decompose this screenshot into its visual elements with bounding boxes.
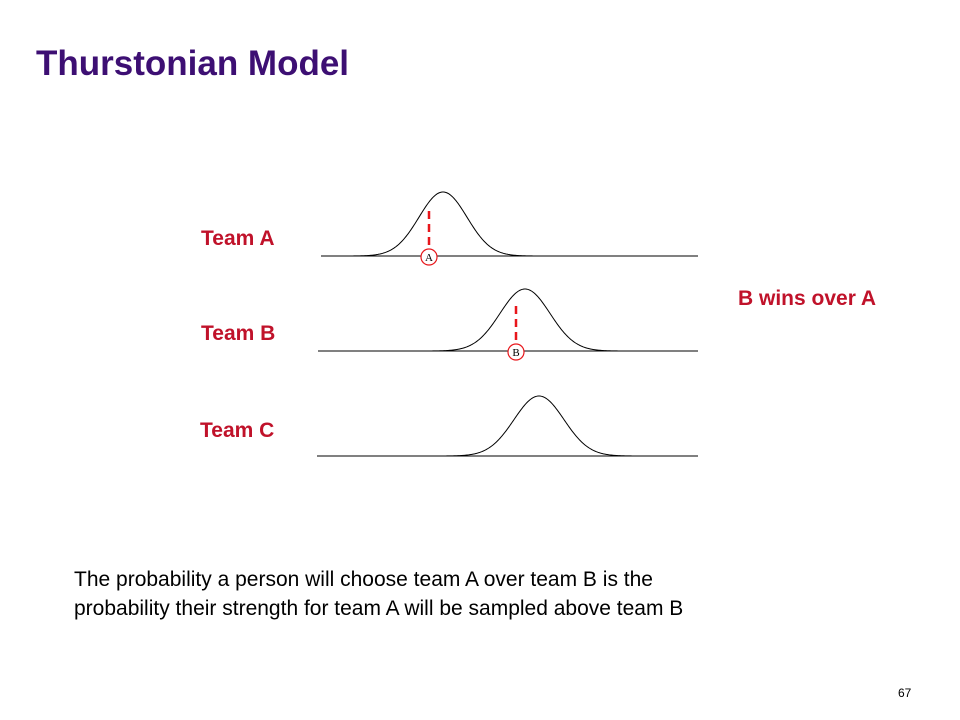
- team-c-row: [317, 395, 698, 457]
- team-c-distribution-curve: [432, 395, 649, 457]
- team-b-sample-marker: [507, 343, 525, 361]
- team-b-distribution-curve: [412, 288, 630, 352]
- caption-line-1: The probability a person will choose tea…: [74, 568, 653, 591]
- team-a-distribution-curve: [336, 191, 554, 257]
- team-a-label: Team A: [201, 227, 275, 250]
- team-b-label: Team B: [201, 322, 276, 345]
- team-b-row: B: [318, 288, 698, 361]
- slide-title: Thurstonian Model: [36, 44, 350, 83]
- team-a-marker-label: A: [425, 252, 433, 264]
- team-a-sample-marker: [420, 248, 438, 266]
- caption: The probability a person will choose tea…: [74, 565, 894, 623]
- outcome-label: B wins over A: [738, 287, 877, 310]
- team-a-row: A: [321, 191, 698, 266]
- caption-line-2: probability their strength for team A wi…: [74, 597, 684, 620]
- team-b-marker-label: B: [512, 347, 519, 359]
- page-number: 67: [898, 686, 912, 700]
- team-c-label: Team C: [200, 419, 275, 442]
